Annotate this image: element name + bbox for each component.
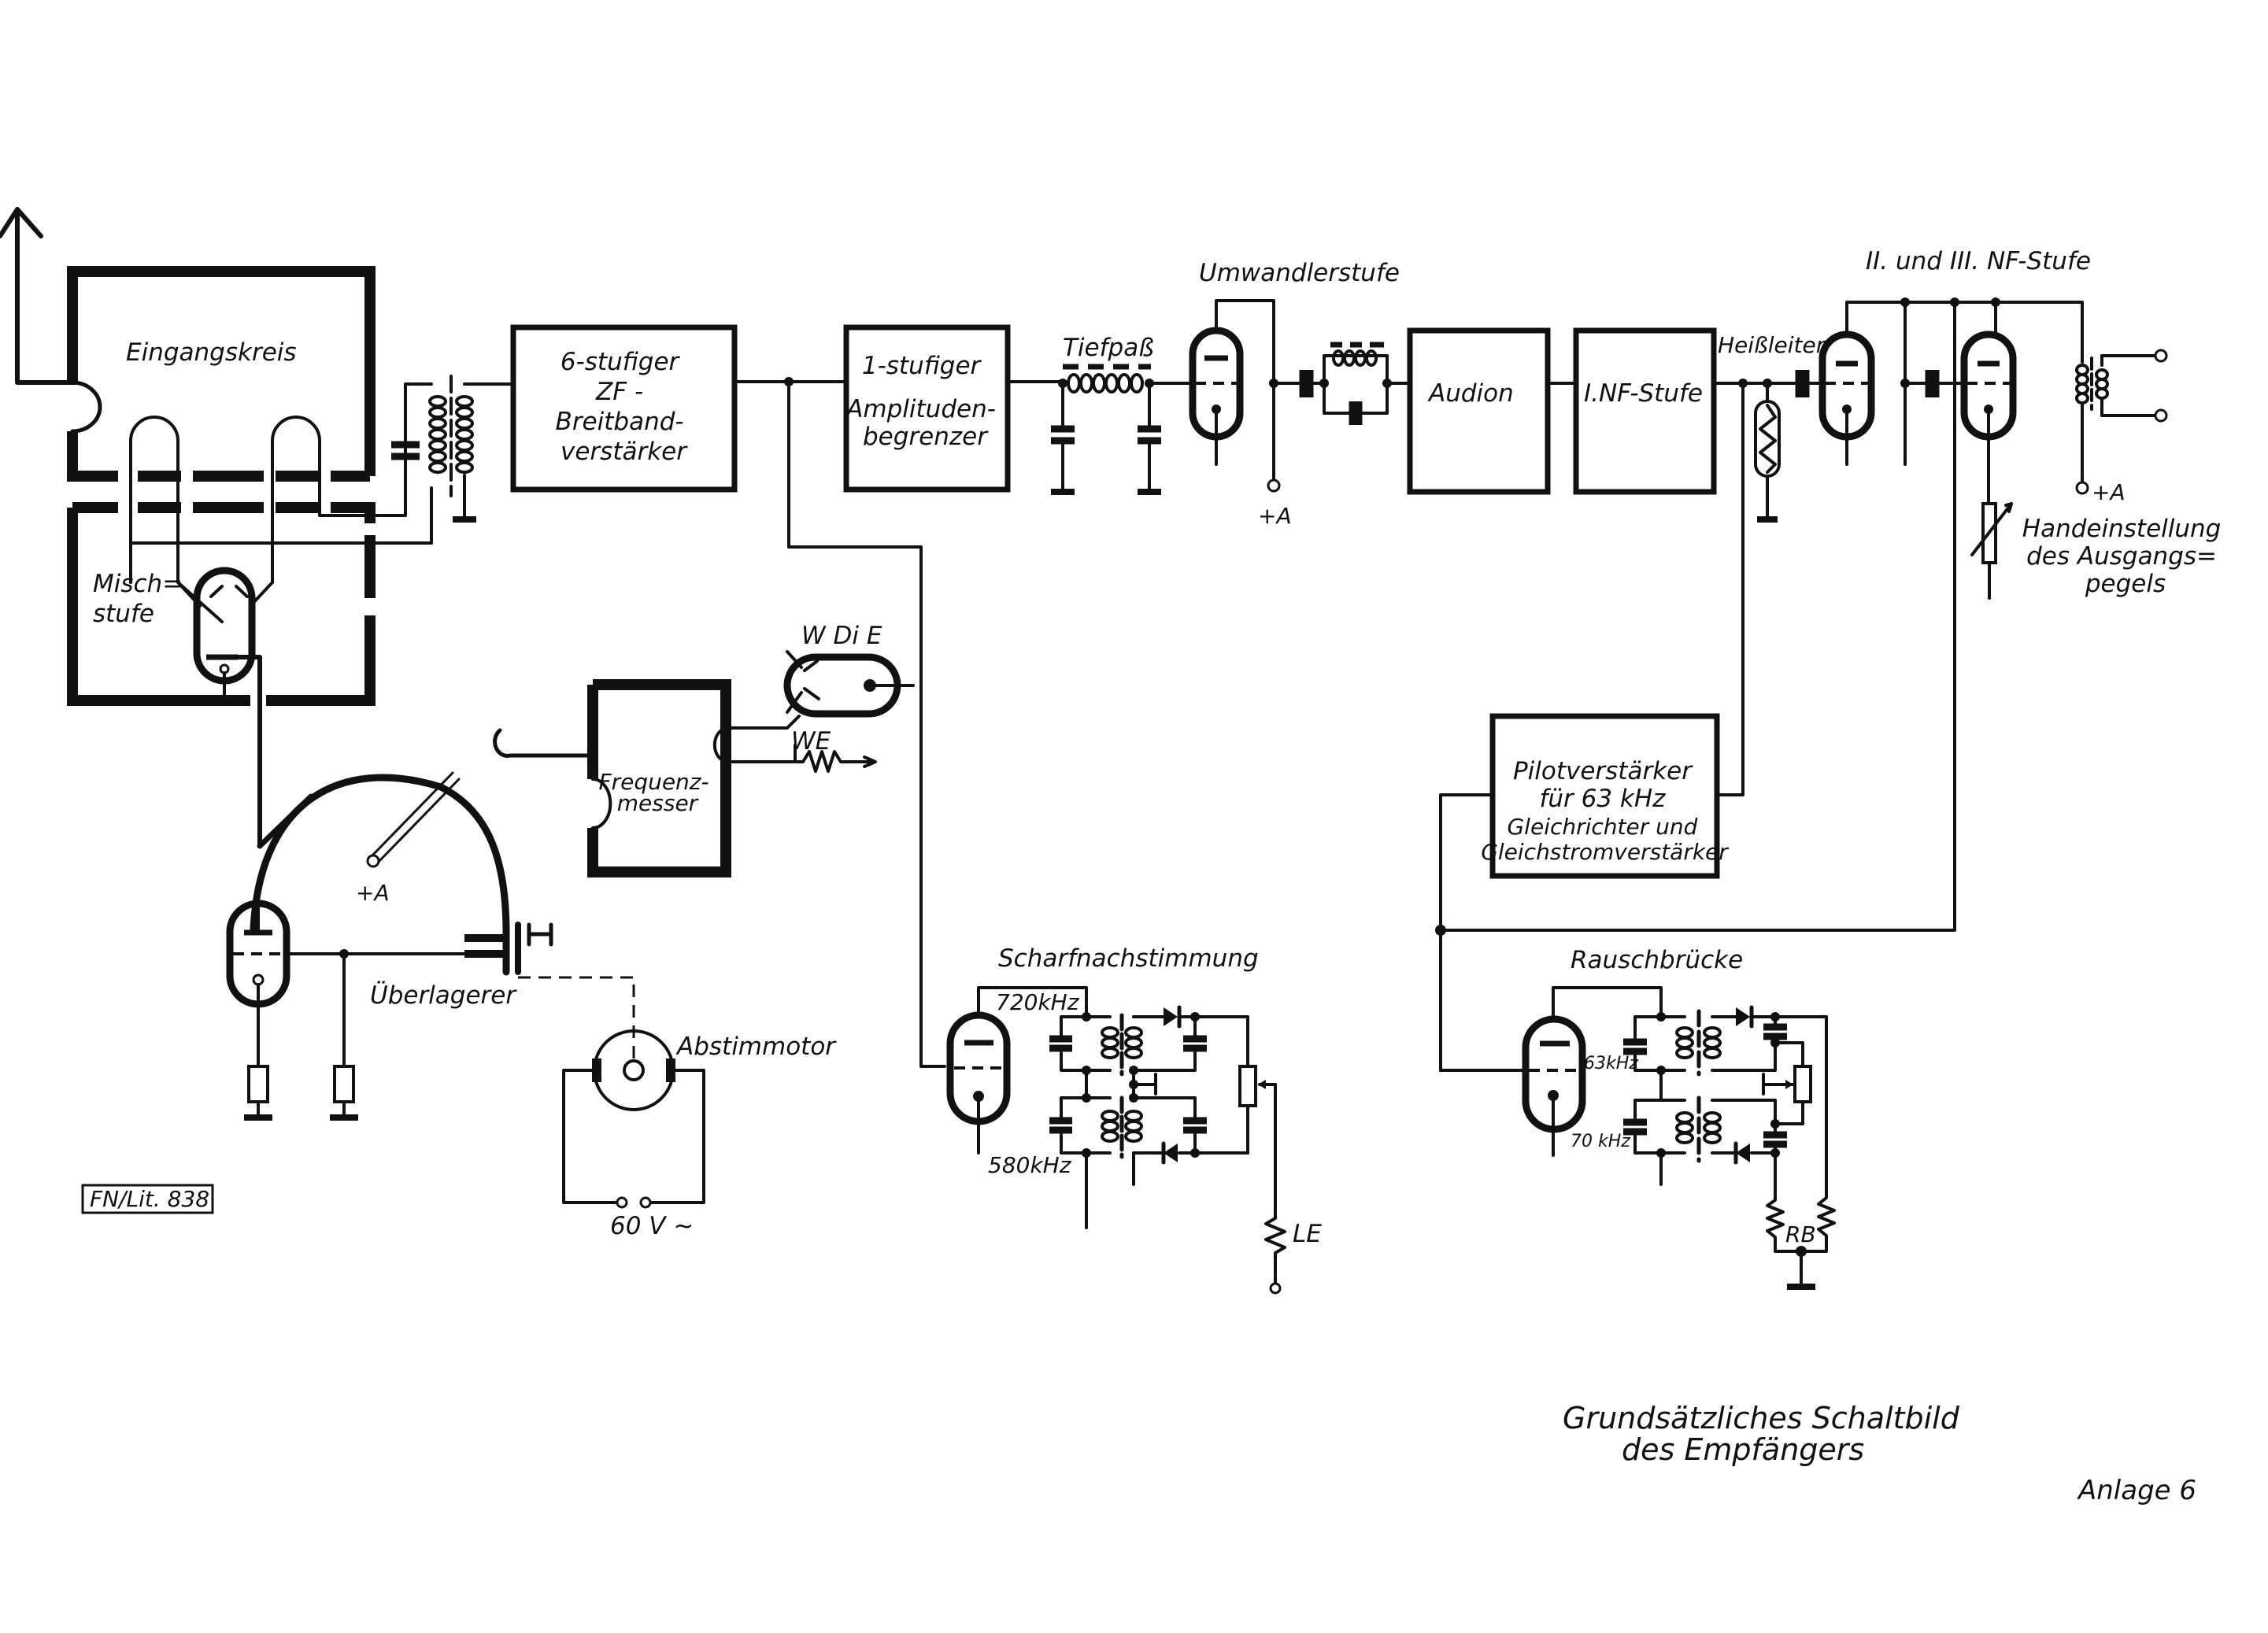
oscillator-label: Überlagerer [370,981,517,1010]
oscillator-plus-a-label: +A [356,880,390,906]
afc-720khz-label: 720kHz [996,989,1080,1015]
converter-tube-icon [1189,299,1281,493]
noise-bridge-70khz-label: 70 kHz [1571,1132,1630,1151]
input-transformer-icon [391,375,515,523]
lowpass-filter [1006,364,1190,495]
afc-label: Scharfnachstimmung [998,944,1259,973]
reference-label: FN/Lit. 838 [90,1186,209,1212]
mixer-stage-box [67,502,376,706]
af-stages-wiring [1712,370,1824,796]
af-tube-2-icon [1818,301,2084,466]
audion-box [1407,327,1551,495]
if-amplifier-box [510,324,738,493]
audion-label: Audion [1427,379,1514,408]
converter-stage-label: Umwandlerstufe [1199,259,1400,287]
input-circuit-label: Eingangskreis [126,338,297,367]
af-stage-1-box [1573,327,1717,495]
we-label: WE [791,727,831,756]
noise-bridge-63khz-label: 63kHz [1584,1054,1638,1073]
oscillator-grid-network [285,949,474,1121]
antenna-icon [0,207,78,385]
appendix-label: Anlage 6 [2077,1475,2196,1506]
reference-box [81,1184,214,1214]
thermistor-label: Heißleiter [1718,332,1826,358]
limiter-box [843,324,1011,493]
output-plus-a-label: +A [2092,479,2126,505]
frequency-meter-label: Frequenz- messer [598,769,716,816]
document-title-line-2: des Empfängers [1622,1432,1864,1467]
afc-le-label: LE [1293,1220,1322,1248]
noise-bridge-circuit [1439,986,1836,1290]
mixer-stage-label: Misch= stufe [93,570,191,628]
af-interstage [1439,297,2000,932]
af-stage-1-label: I.NF-Stufe [1584,379,1703,408]
if-amplifier-label: 6-stufiger ZF - Breitband- verstärker [556,348,692,466]
frequency-meter-coupling [493,715,801,829]
afc-feed-line [787,380,946,1068]
coupling-loops [129,382,433,623]
noise-bridge-label: Rauschbrücke [1571,946,1743,974]
motor-icon [562,1029,705,1209]
output-transformer-icon [2075,345,2168,495]
input-circuit-box [67,266,376,482]
manual-level-label: Handeinstellung des Ausgangs= pegels [2022,515,2229,598]
afc-580khz-label: 580kHz [988,1152,1072,1178]
pilot-wiring [1435,793,1529,1072]
lowpass-label: Tiefpaß [1063,334,1154,362]
oscillator-resonator [250,771,510,976]
tuning-motor-label: Abstimmotor [675,1033,837,1061]
mixer-tube-icon [193,567,262,789]
limiter-label: 1-stufiger Amplituden- begrenzer [845,352,1004,451]
output-level-potentiometer-icon [1970,502,2013,600]
pilot-amplifier-label: Pilotverstärker für 63 kHz Gleichrichter… [1481,757,1729,865]
noise-bridge-rb-label: RB [1785,1221,1816,1247]
frequency-meter-box [587,679,731,877]
document-title-line-1: Grundsätzliches Schaltbild [1563,1401,1960,1435]
afc-circuit [946,986,1286,1295]
wdie-tube-icon [783,650,915,718]
wdie-label: W Di E [801,622,882,650]
af-stages-2-3-label: II. und III. NF-Stufe [1866,247,2091,275]
converter-plus-a-label: +A [1258,503,1292,529]
thermistor-icon [1754,382,1781,523]
we-resistor-icon [794,750,877,773]
bandpass-coupling [1269,342,1411,425]
inductor-icon [1067,373,1144,393]
af-tube-3-icon [1960,301,2017,505]
mains-label: 60 V ~ [610,1212,694,1240]
oscillator-tube-icon [226,900,290,1121]
